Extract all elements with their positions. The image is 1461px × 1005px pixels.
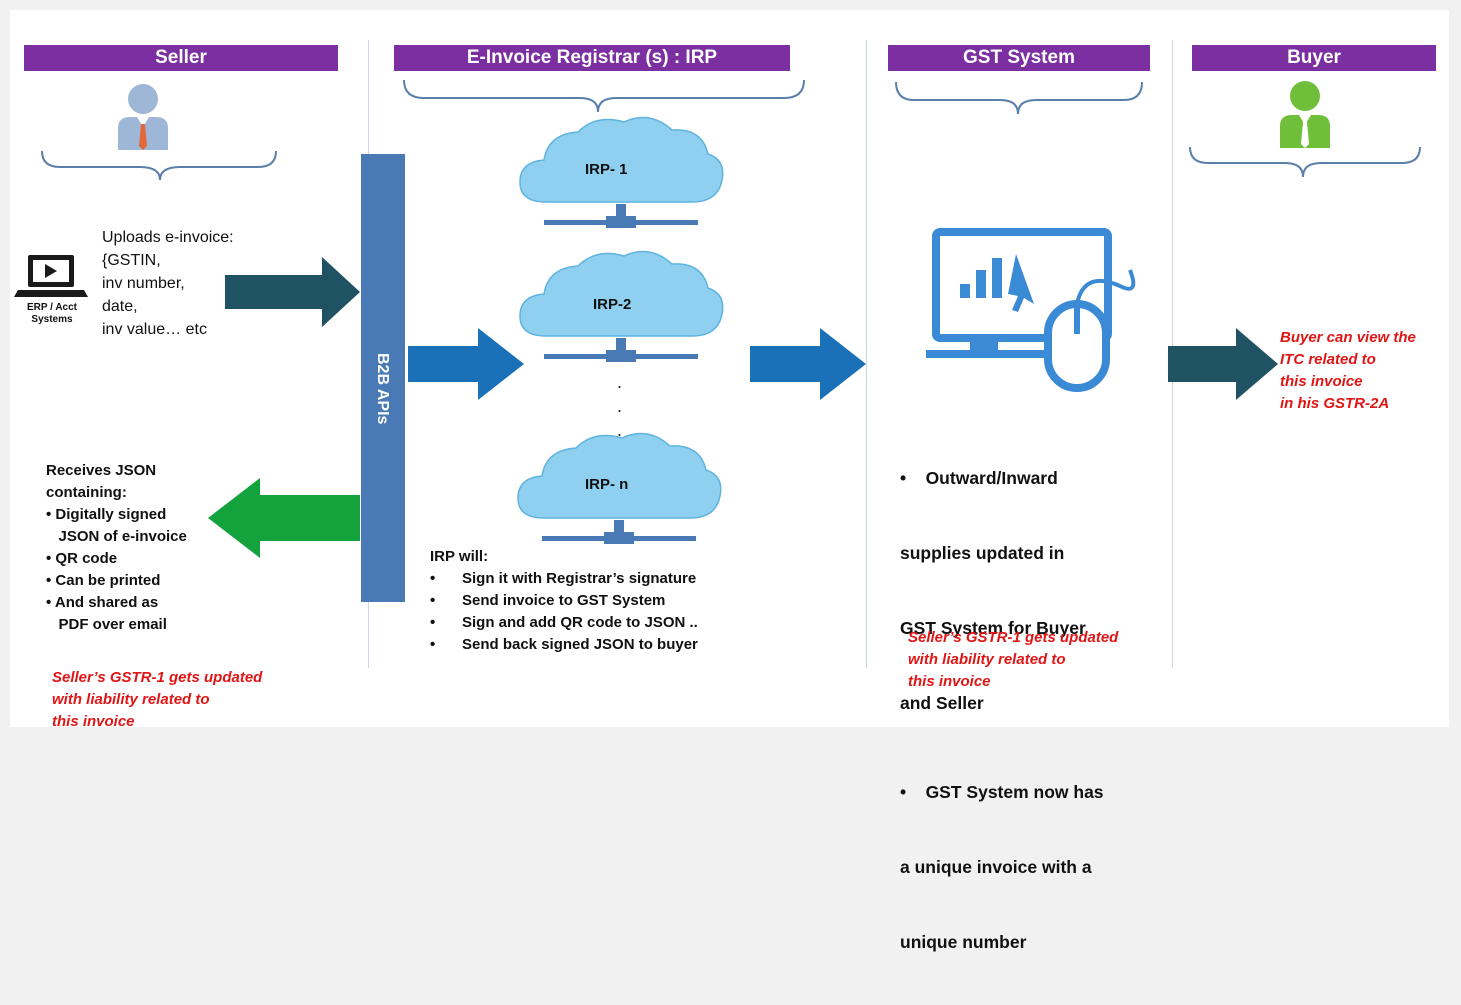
gst-gstr1-note: Seller’s GSTR-1 gets updated with liabil…: [908, 629, 1119, 690]
b2b-apis-label: B2B APIs: [374, 353, 391, 425]
header-buyer: Buyer: [1192, 45, 1436, 71]
seller-gstr1-note: Seller’s GSTR-1 gets updated with liabil…: [52, 669, 263, 730]
laptop-play-icon: [14, 255, 88, 297]
irp-n-label: IRP- n: [585, 476, 629, 493]
erp-systems-label: ERP / Acct Systems: [26, 302, 78, 325]
arrow-erp-to-api: [225, 257, 360, 327]
cloud-server-icon-2: [519, 250, 724, 362]
buyer-person-icon: [1280, 81, 1330, 148]
arrow-api-to-irp: [408, 328, 524, 400]
seller-person-icon: [118, 84, 168, 150]
header-seller: Seller: [24, 45, 338, 71]
header-irp: E-Invoice Registrar (s) : IRP: [394, 45, 790, 71]
cloud-server-icon-1: [519, 116, 724, 228]
receives-json-text: Receives JSON containing: • Digitally si…: [46, 462, 187, 633]
einvoice-flow-diagram: Seller E-Invoice Registrar (s) : IRP GST…: [10, 10, 1449, 952]
brace-seller: [41, 150, 277, 181]
gst-updated-text: • Outward/Inward supplies updated in GST…: [900, 468, 1104, 952]
brace-buyer: [1189, 146, 1421, 178]
header-gst-system: GST System: [888, 45, 1150, 71]
irp-will-text: IRP will: •Sign it with Registrar’s sign…: [430, 548, 698, 653]
buyer-itc-note: Buyer can view the ITC related to this i…: [1280, 329, 1416, 412]
arrow-gst-to-buyer: [1168, 328, 1278, 400]
b2b-api-bar: [361, 154, 405, 602]
irp-1-label: IRP- 1: [585, 161, 628, 178]
irp-2-label: IRP-2: [593, 296, 632, 313]
monitor-mouse-icon: [926, 228, 1136, 392]
upload-einvoice-text: Uploads e-invoice: {GSTIN, inv number, d…: [102, 229, 234, 338]
brace-gst: [895, 81, 1143, 115]
cloud-server-icon-n: [517, 432, 722, 544]
brace-irp: [403, 79, 805, 113]
separator-irp-gst: [866, 40, 867, 668]
diagram-graphics: [14, 79, 1421, 602]
arrow-irp-to-gst: [750, 328, 866, 400]
irp-ellipsis: ...: [617, 372, 623, 440]
arrow-api-to-seller: [208, 478, 360, 558]
